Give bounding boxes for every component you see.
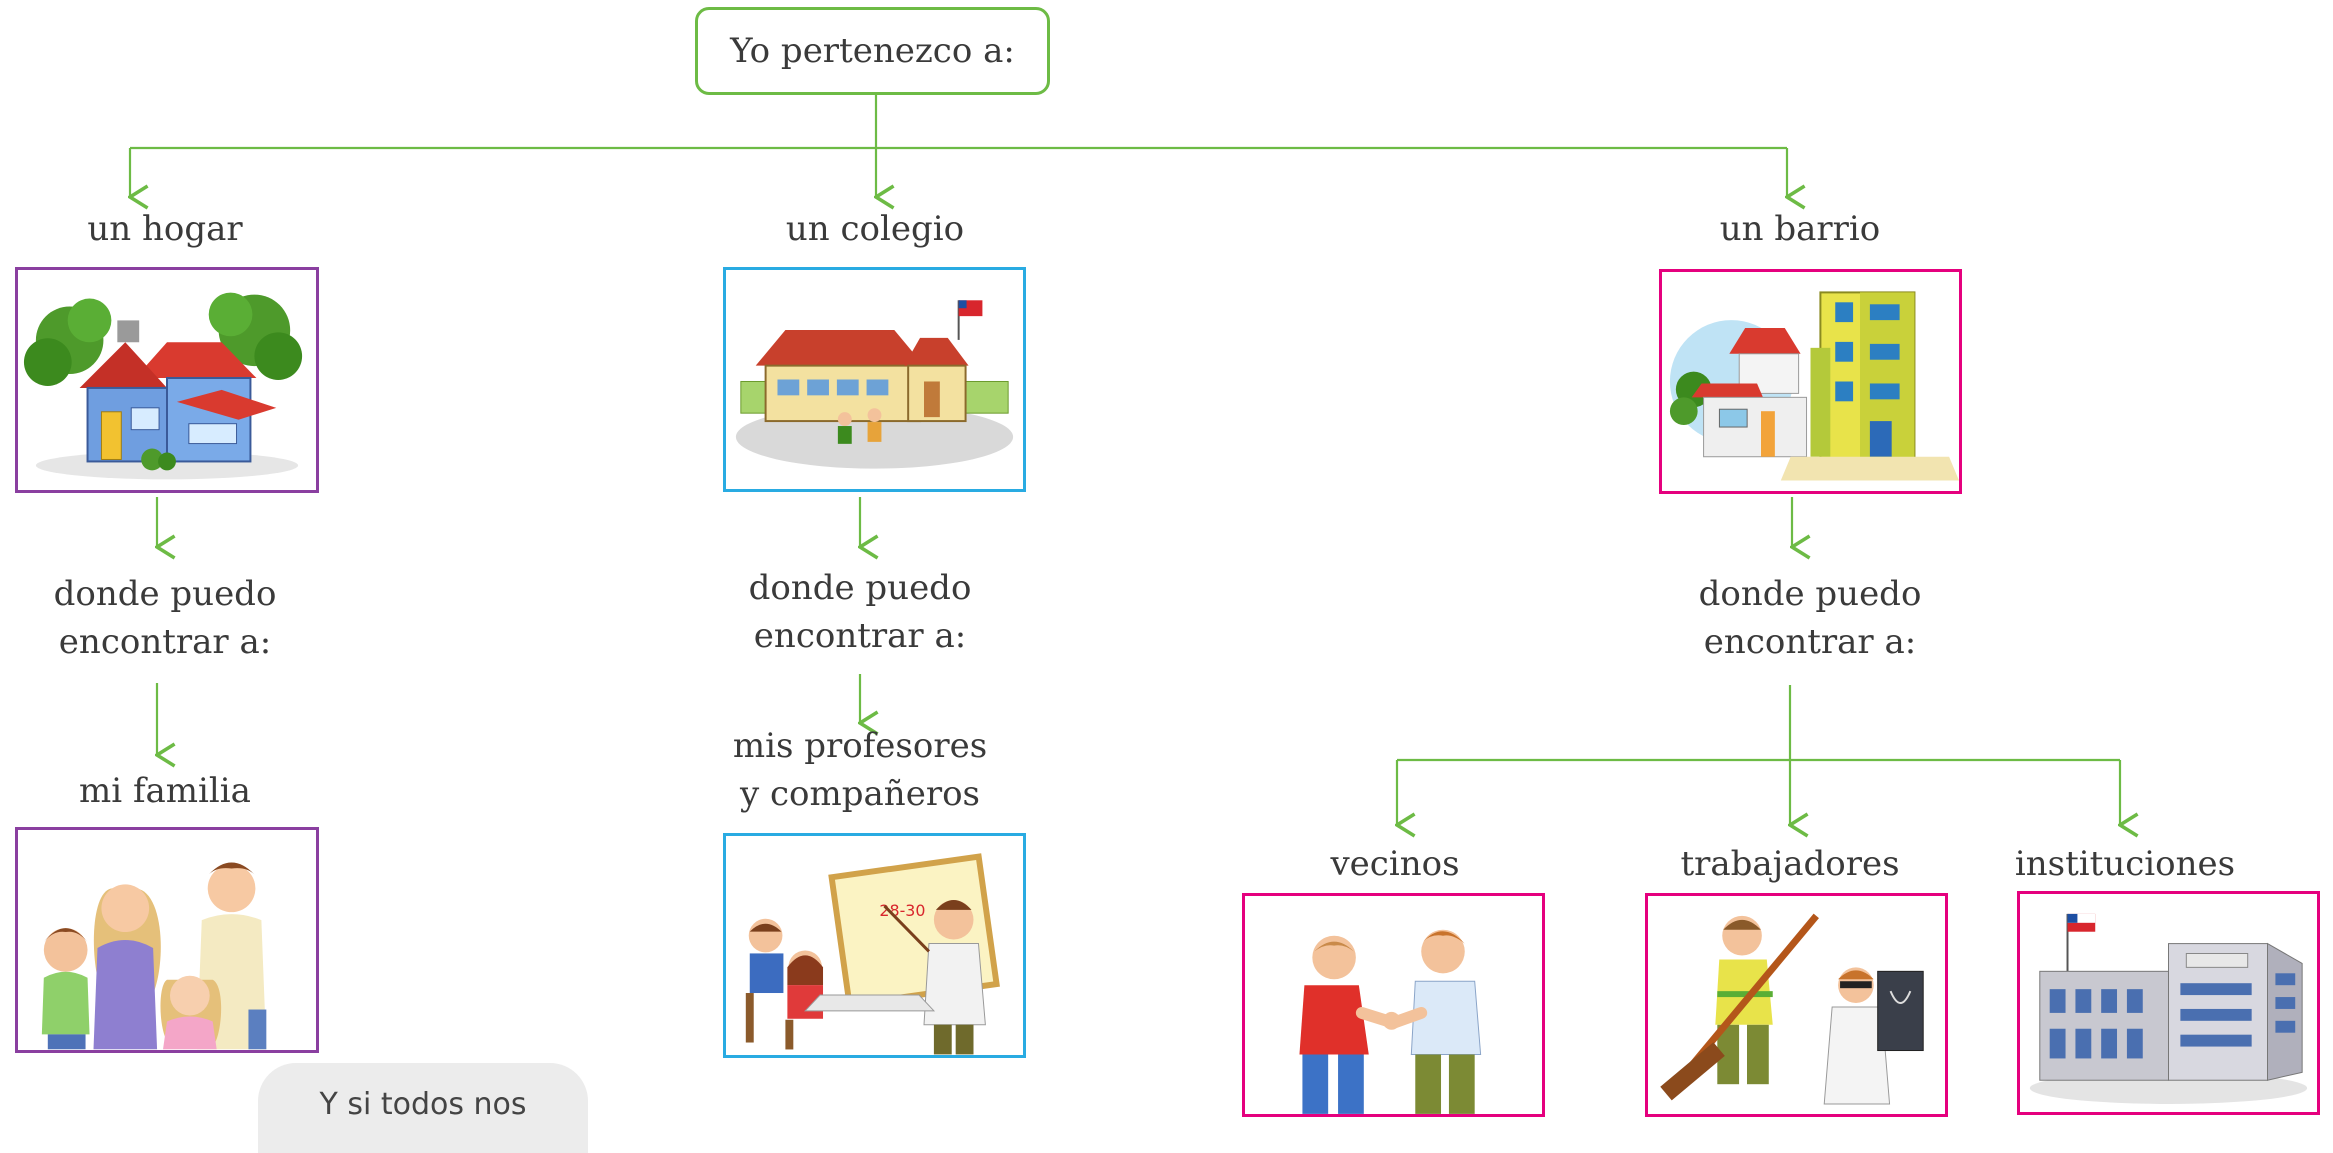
classroom-illustration: 28-30 (723, 833, 1026, 1058)
barrio-child-vecinos-label: vecinos (1330, 844, 1460, 884)
colegio-connector-line1: donde puedo (748, 568, 972, 608)
neighbors-handshake-illustration (1242, 893, 1545, 1117)
barrio-title: un barrio (1719, 209, 1881, 249)
house-illustration (15, 267, 319, 493)
hogar-connector-line1: donde puedo (53, 574, 277, 614)
colegio-connector-line2: encontrar a: (753, 616, 967, 656)
family-illustration (15, 827, 319, 1053)
barrio-connector-line2: encontrar a: (1703, 622, 1917, 662)
municipal-building-illustration (2017, 891, 2320, 1115)
hogar-title: un hogar (87, 209, 243, 249)
speech-bubble-text: Y si todos nos (319, 1087, 527, 1122)
school-illustration (723, 267, 1026, 492)
connector-lines (0, 95, 2333, 1127)
root-node: Yo pertenezco a: (695, 7, 1050, 95)
svg-text:28-30: 28-30 (879, 901, 925, 920)
barrio-connector-line1: donde puedo (1698, 574, 1922, 614)
speech-bubble: Y si todos nos (258, 1063, 588, 1153)
barrio-child-trabajadores-label: trabajadores (1680, 844, 1900, 884)
root-label: Yo pertenezco a: (730, 31, 1015, 71)
colegio-result-line1: mis profesores (732, 726, 988, 766)
workers-illustration (1645, 893, 1948, 1117)
hogar-result: mi familia (79, 771, 251, 811)
colegio-title: un colegio (785, 209, 965, 249)
neighborhood-buildings-illustration (1659, 269, 1962, 494)
barrio-child-instituciones-label: instituciones (2014, 844, 2236, 884)
hogar-connector-line2: encontrar a: (58, 622, 272, 662)
colegio-result-line2: y compañeros (740, 774, 980, 814)
